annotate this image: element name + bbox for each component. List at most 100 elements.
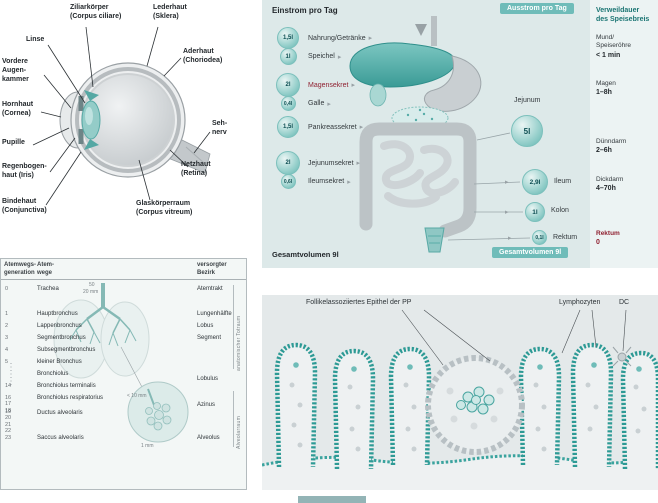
label-connector-lines (32, 26, 211, 206)
residence-time: 0 (596, 239, 600, 246)
generation-number: 14 (5, 383, 12, 389)
airway-name: Bronchiolus (37, 371, 69, 377)
inflow-label: Speichel (308, 53, 335, 60)
zone-label-alveolar: Alveolarraum (236, 415, 242, 449)
digestion-flow-panel: Einstrom pro Tag Ausstrom pro Tag 1,5l N… (262, 0, 658, 268)
inflow-label: Galle (308, 100, 325, 107)
volume-circle: 2l (276, 151, 300, 175)
generation-number: 23 (5, 435, 12, 441)
inflow-row: 1l Speichel ▸ (272, 48, 341, 65)
inflow-row: 0,4l Galle ▸ (272, 96, 331, 111)
inflow-row: 2l Magensekret ▸ (272, 73, 355, 97)
inflow-row: 0,6l Ileumsekret ▸ (272, 174, 351, 189)
generation-number: 4 (5, 347, 9, 353)
inflow-row: 1,5l Pankreassekret ▸ (272, 116, 363, 138)
small-intestine-shape (380, 140, 459, 208)
intake-arrow-icon (415, 24, 427, 36)
eye-illustration (32, 26, 211, 206)
label-linse: Linse (26, 36, 45, 43)
volume-circle: 0,4l (280, 96, 296, 111)
arrow-right-icon: ▸ (505, 209, 509, 216)
inflow-label: Pankreassekret (308, 123, 357, 131)
supplied-region: Alveolus (197, 435, 220, 441)
airway-name: Bronchiolus respiratorius (37, 395, 104, 401)
airway-name: Lappenbronchus (37, 323, 82, 329)
outflow-label-rektum: Rektum (553, 234, 578, 241)
colon-shape (359, 122, 477, 238)
volume-circle: 2l (276, 73, 300, 97)
rectum-shape (424, 227, 445, 253)
airway-name: Saccus alveolaris (37, 435, 84, 441)
volume-circle-rektum: 0,1l (532, 230, 547, 245)
label-aderhaut: Aderhaut (Choriodea) (183, 48, 223, 64)
generation-number: 0 (5, 286, 9, 292)
header-divider (1, 279, 246, 280)
ciliary-lower-shape (84, 139, 99, 150)
lymphocyte-cluster-shape (456, 386, 495, 415)
generation-number: 3 (5, 335, 9, 341)
volume-circle: 1,5l (277, 116, 299, 138)
residence-organ: Dickdarm (596, 176, 624, 183)
zone-label-conducting: anatomischer Totraum (236, 315, 242, 371)
label-bindehaut: Bindehaut (Conjunctiva) (2, 198, 47, 214)
inflow-row: 1,5l Nahrung/Getränke ▸ (272, 27, 372, 49)
scale-annotation: 50 (89, 282, 95, 288)
generation-number: 19 20 21 22 (5, 409, 12, 434)
label-glaskoerperraum: Glaskörperraum (Corpus vitreum) (136, 200, 193, 216)
eye-anatomy-panel: Linse Ziliarkörper (Corpus ciliare) Lede… (0, 0, 258, 255)
supplied-region: Lobus (197, 323, 214, 329)
volume-circle: 1,5l (277, 27, 299, 49)
label-netzhaut: Netzhaut (Retina) (181, 161, 211, 177)
outflow-label-jejunum: Jejunum (514, 97, 541, 104)
gesamtvolumen-right: Gesamtvolumen 9l (492, 247, 569, 258)
residence-time: 2–6h (596, 147, 612, 154)
label-pupille: Pupille (2, 139, 25, 146)
epithelial-cell-dots (289, 382, 647, 452)
arrow-right-icon: ▸ (359, 124, 364, 131)
outflow-label-ileum: Ileum (554, 178, 572, 185)
inflow-row: 2l Jejunumsekret ▸ (272, 151, 360, 175)
volume-circle: 1l (279, 48, 297, 65)
outflow-leader-lines (447, 132, 531, 241)
airway-name: kleiner Bronchus (37, 359, 82, 365)
airway-name: Subsegmentbronchus (37, 347, 96, 353)
volume-circle: 0,6l (280, 174, 296, 189)
airway-name: Ductus alveolaris (37, 410, 83, 416)
label-hornhaut: Hornhaut (Cornea) (2, 101, 34, 117)
arrow-right-icon: ▸ (508, 235, 512, 242)
supplied-region: Azinus (197, 402, 216, 408)
lung-illustration (10, 283, 189, 443)
gallbladder-shape (369, 83, 387, 107)
residence-time: 4–70h (596, 185, 616, 192)
label-regenbogenhaut: Regenbogen- haut (Iris) (2, 163, 47, 179)
scale-annotation: 20 mm (83, 289, 99, 295)
supplied-region: Lobulus (197, 376, 219, 382)
volume-circle-ileum: 2,9l (522, 169, 548, 195)
arrow-right-icon: ▸ (368, 35, 373, 42)
zone-bracket-line (233, 285, 234, 369)
inflow-label: Jejunumsekret (308, 159, 354, 167)
villi-illustration (262, 309, 658, 490)
inflow-label: Ileumsekret (308, 178, 345, 185)
column-header-atemwege: Atem- wege (37, 262, 55, 276)
residence-time-sidebar: Verweildauer des Speisebreis Mund/ Speis… (590, 0, 658, 268)
villus-shapes (274, 342, 658, 470)
residence-organ: Dünndarm (596, 138, 627, 145)
arrow-right-icon: ▸ (337, 53, 342, 61)
arrow-right-icon: ▸ (347, 178, 351, 186)
dendritic-cell-shape (612, 346, 632, 367)
choroid-shape (75, 67, 181, 173)
label-lederhaut: Lederhaut (Sklera) (153, 4, 187, 20)
inflow-label: Magensekret (308, 81, 349, 89)
label-dc: DC (619, 299, 630, 306)
label-vordere-augenkammer: Vordere Augen- kammer (2, 58, 29, 83)
generation-number: 1 (5, 311, 9, 317)
generation-number: 5 (5, 359, 9, 365)
supplied-region: Atemtrakt (197, 286, 223, 292)
zone-bracket-line (233, 391, 234, 447)
label-ziliarkoerper: Ziliarkörper (Corpus ciliare) (70, 4, 122, 20)
residence-organ: Mund/ Speiseröhre (596, 34, 632, 50)
stomach-shape (423, 55, 482, 112)
inflow-label: Nahrung/Getränke (308, 34, 366, 42)
